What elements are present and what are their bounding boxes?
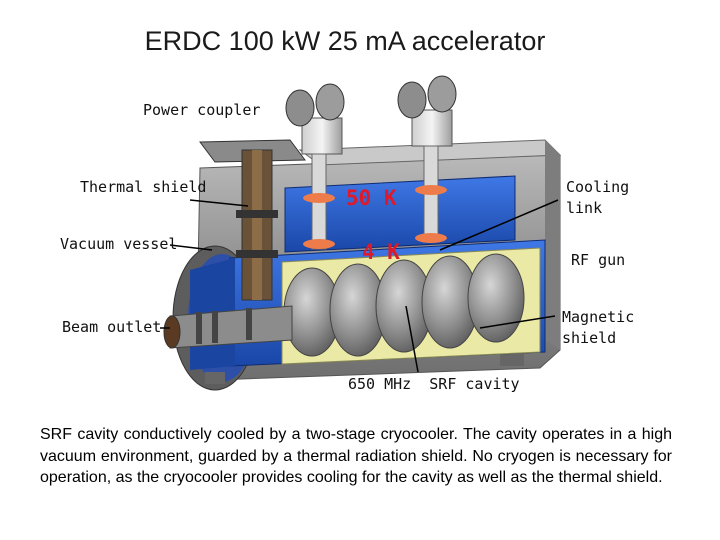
label-rf-gun: RF gun bbox=[571, 251, 626, 269]
cryocooler-right bbox=[397, 75, 457, 243]
beam-pipe bbox=[163, 305, 293, 349]
temperature-cavity-label: 4 K bbox=[362, 240, 400, 264]
label-magnetic-shield: Magnetic shield bbox=[562, 308, 635, 347]
label-srf-cavity: 650 MHz SRF cavity bbox=[348, 375, 520, 393]
label-power-coupler: Power coupler bbox=[143, 101, 261, 119]
cryocooler-left bbox=[285, 83, 345, 250]
leader-lines bbox=[160, 199, 559, 373]
temperature-shield-label: 50 K bbox=[346, 186, 397, 210]
figure-caption: SRF cavity conductively cooled by a two-… bbox=[40, 426, 672, 486]
page-title: ERDC 100 kW 25 mA accelerator bbox=[144, 26, 546, 56]
label-thermal-shield: Thermal shield bbox=[80, 178, 207, 196]
accelerator-diagram bbox=[160, 75, 562, 391]
label-vacuum-vessel: Vacuum vessel bbox=[60, 235, 178, 253]
power-coupler bbox=[199, 139, 306, 301]
label-cooling-link: Cooling link bbox=[566, 178, 630, 217]
label-beam-outlet: Beam outlet bbox=[62, 318, 162, 336]
srf-cavity bbox=[283, 253, 525, 357]
